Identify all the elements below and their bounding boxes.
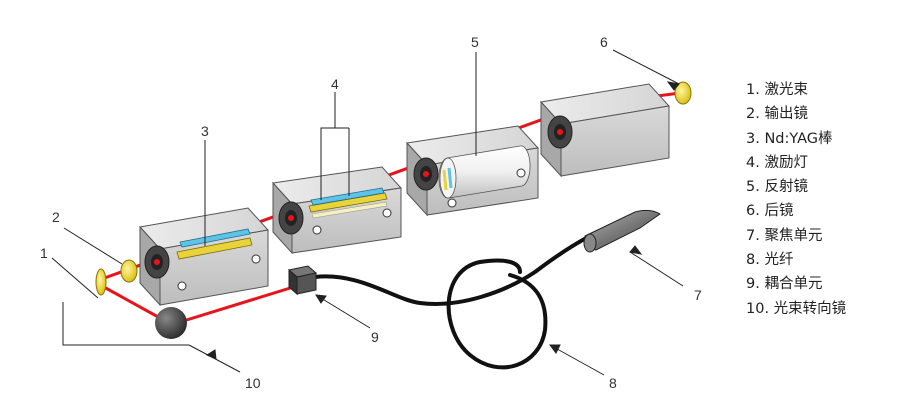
callout-5: 5: [471, 34, 479, 50]
reflector-cylinder: [438, 145, 531, 199]
callout-6: 6: [600, 34, 608, 50]
legend-item-coupling-unit: 9. 耦合单元: [746, 276, 823, 293]
coupling-unit: [287, 265, 318, 296]
callout-8: 8: [609, 375, 617, 391]
lamp-housing: [272, 166, 402, 255]
rod-housing: [139, 207, 269, 307]
legend-item-nd-yag-rod: 3. Nd:YAG棒: [746, 130, 833, 147]
optical-fiber: [313, 224, 617, 370]
legend-item-beam-steering-mirror: 10. 光束转向镜: [746, 300, 847, 317]
legend-item-optical-fiber: 8. 光纤: [746, 252, 794, 269]
legend-item-reflector: 5. 反射镜: [746, 179, 808, 196]
reflector-housing: [406, 125, 539, 217]
rear-housing: [540, 83, 670, 178]
callout-4: 4: [331, 76, 339, 92]
nd-yag-rod: [176, 228, 253, 260]
callout-numbers: 1 2 3 4 5 6 7 8 9 10: [40, 34, 702, 391]
legend-item-laser-beam: 1. 激光束: [746, 82, 808, 98]
leader-lines: [51, 49, 684, 376]
legend-item-rear-mirror: 6. 后镜: [746, 203, 794, 220]
callout-7: 7: [694, 287, 702, 303]
callout-1: 1: [40, 245, 48, 261]
legend-item-pump-lamp: 4. 激励灯: [746, 154, 808, 171]
legend-item-focusing-unit: 7. 聚焦单元: [746, 227, 823, 244]
beam-steering-mirror: [155, 307, 187, 339]
component-legend: 1. 激光束 2. 输出镜 3. Nd:YAG棒 4. 激励灯 5. 反射镜 6…: [746, 78, 846, 321]
output-mirror: [120, 259, 138, 283]
focusing-unit: [583, 209, 661, 253]
legend-item-output-mirror: 2. 输出镜: [746, 106, 808, 123]
rear-mirror: [674, 81, 692, 105]
beam-exit: [95, 268, 107, 296]
callout-10: 10: [245, 375, 261, 391]
pump-lamp: [308, 187, 388, 219]
callout-3: 3: [201, 123, 209, 139]
callout-9: 9: [371, 329, 379, 345]
callout-2: 2: [52, 209, 60, 225]
